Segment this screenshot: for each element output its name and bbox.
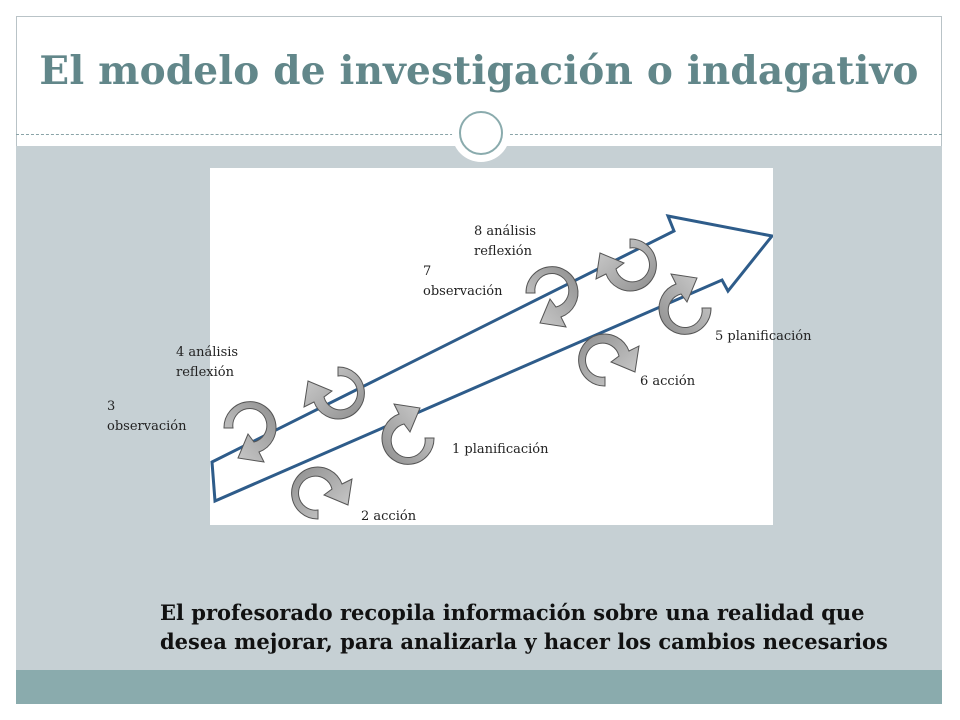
cycle-arrow-8	[595, 238, 657, 292]
label-step4: 4 análisis reflexión	[176, 345, 239, 380]
label-step2: 2 acción	[361, 509, 417, 524]
cycle-arrow-2	[291, 466, 353, 520]
label-step1: 1 planificación	[452, 442, 549, 457]
slide-caption: El profesorado recopila información sobr…	[160, 600, 888, 654]
cycle-arrow-7	[525, 266, 579, 328]
diagram-canvas	[210, 214, 773, 520]
label-step7: 7 observación	[423, 264, 503, 299]
footer-band	[16, 670, 942, 704]
slide-title: El modelo de investigación o indagativo	[39, 48, 919, 94]
label-step8: 8 análisis reflexión	[474, 224, 537, 259]
cycle-arrow-1	[381, 403, 435, 465]
label-step6: 6 acción	[640, 374, 696, 389]
divider-ring-icon	[452, 104, 510, 162]
progress-arrow	[210, 214, 773, 504]
cycle-arrow-4	[303, 366, 365, 420]
cycle-arrow-5	[658, 273, 712, 335]
research-cycle-diagram	[210, 168, 773, 525]
label-step3: 3 observación	[107, 399, 187, 434]
cycle-arrow-3	[223, 401, 277, 463]
label-step5: 5 planificación	[715, 329, 812, 344]
cycle-arrow-6	[578, 333, 640, 387]
